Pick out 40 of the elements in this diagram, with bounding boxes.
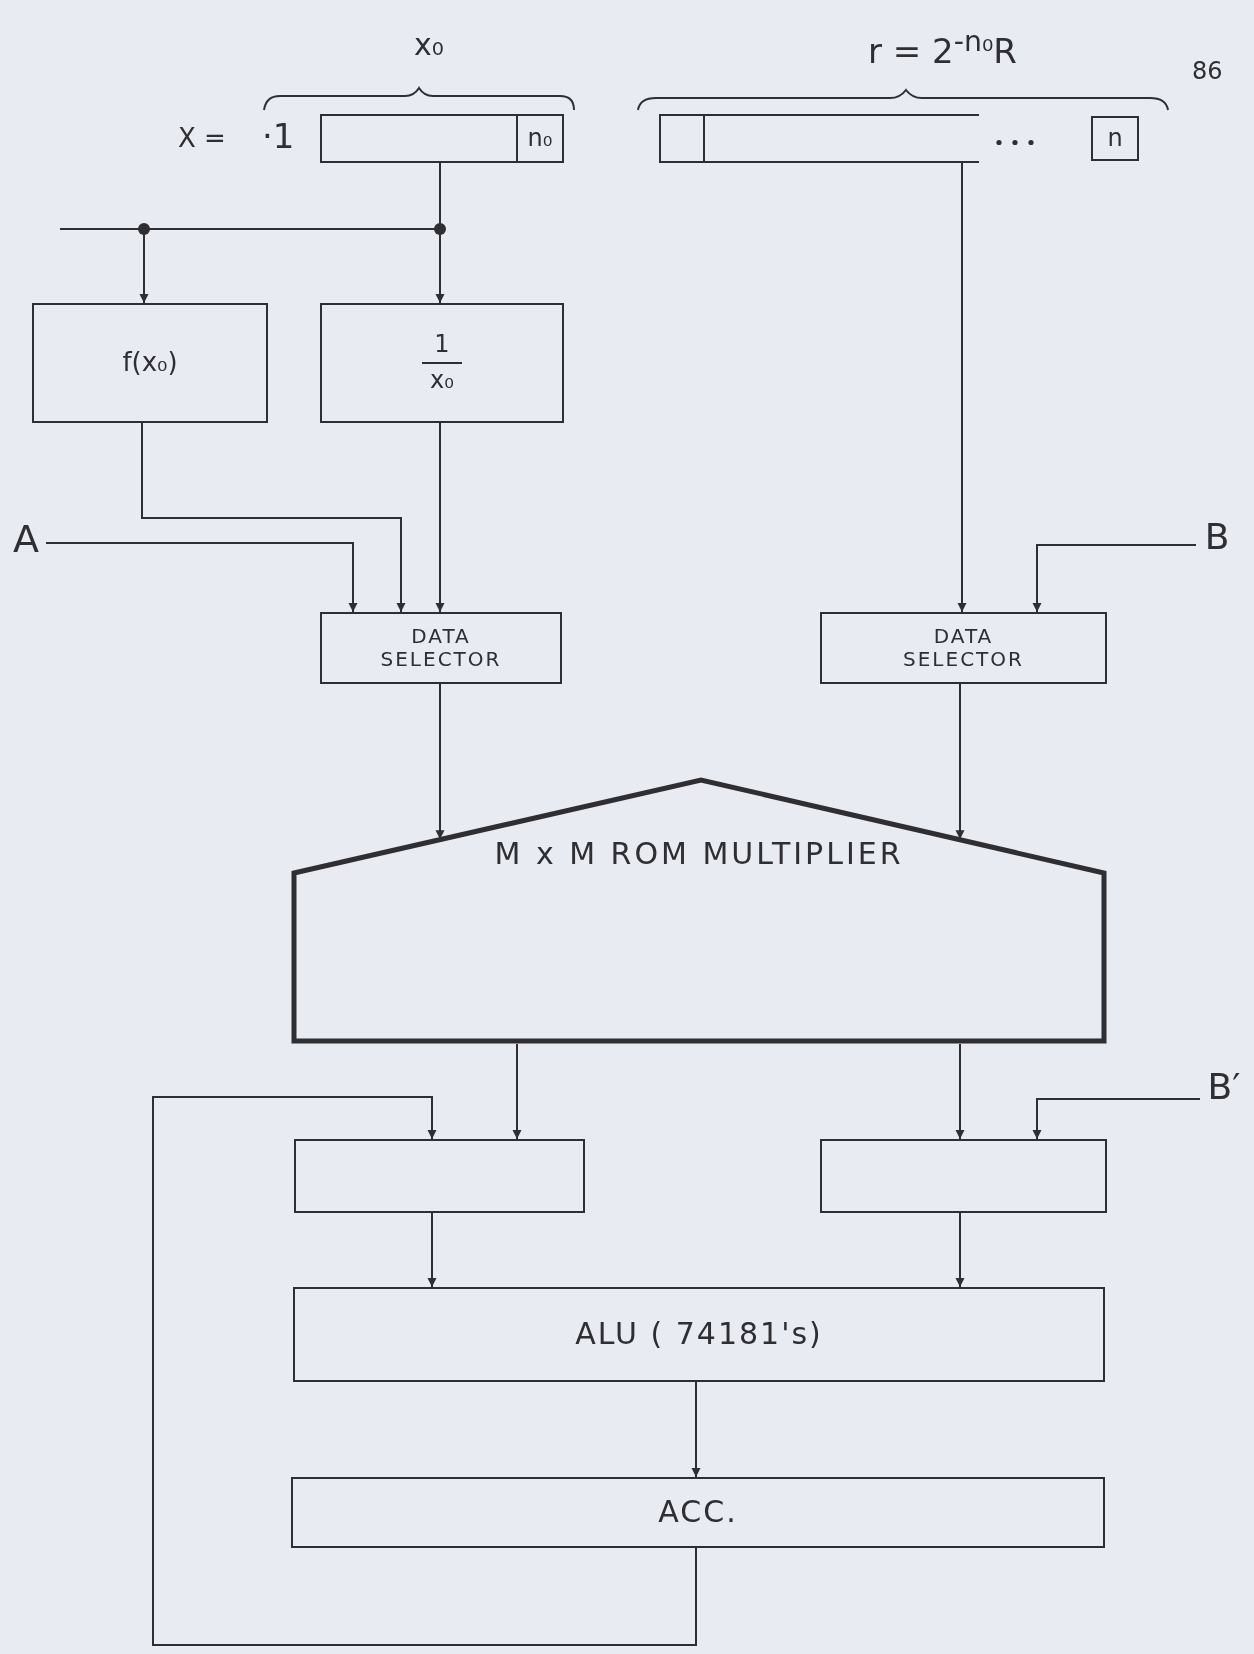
node-text: DATA SELECTOR xyxy=(379,625,503,671)
node-text: x₀ xyxy=(430,367,454,395)
connector-arrow xyxy=(45,542,358,613)
node-text: 1 xyxy=(434,331,450,359)
node-text: DATA SELECTOR xyxy=(902,625,1025,671)
connector-arrow xyxy=(955,1212,965,1288)
node-text: B xyxy=(1204,516,1230,558)
process-box xyxy=(32,303,268,423)
connector-arrow xyxy=(691,1381,701,1478)
node-text: B′ xyxy=(1207,1066,1241,1108)
node-text: f(x₀) xyxy=(122,348,178,378)
text-label: r = 2$^{-n₀}$R xyxy=(868,26,1017,71)
node-text: ALU ( 74181's) xyxy=(575,1317,823,1352)
text-label: 86 xyxy=(1192,58,1223,85)
node-text: n₀ xyxy=(527,124,553,153)
process-box xyxy=(820,1139,1107,1213)
process-box xyxy=(320,303,564,423)
connector-arrow xyxy=(957,162,967,613)
process-box xyxy=(820,612,1107,684)
node-text: M x M ROM MULTIPLIER xyxy=(494,837,904,872)
text-label: X = xyxy=(178,124,226,153)
node-text: ACC. xyxy=(658,1495,738,1530)
register-box xyxy=(659,114,1139,163)
connector-arrow xyxy=(1032,544,1197,613)
connector-arrow xyxy=(435,422,445,613)
connector-arrow xyxy=(427,1212,437,1288)
process-box xyxy=(291,1477,1105,1548)
process-box xyxy=(294,1139,585,1213)
text-label: ·1 xyxy=(262,118,295,156)
multiplier-block xyxy=(291,777,1107,1044)
connector-arrow xyxy=(512,1043,522,1140)
text-label: x₀ xyxy=(414,28,444,61)
process-box xyxy=(293,1287,1105,1382)
connector-arrow xyxy=(141,422,406,613)
node-text: n xyxy=(1107,124,1123,153)
connector-arrow xyxy=(1032,1098,1201,1140)
connector-arrow xyxy=(955,1043,965,1140)
connector-arrow xyxy=(152,1096,697,1646)
process-box xyxy=(320,612,562,684)
node-text: A xyxy=(13,518,39,562)
